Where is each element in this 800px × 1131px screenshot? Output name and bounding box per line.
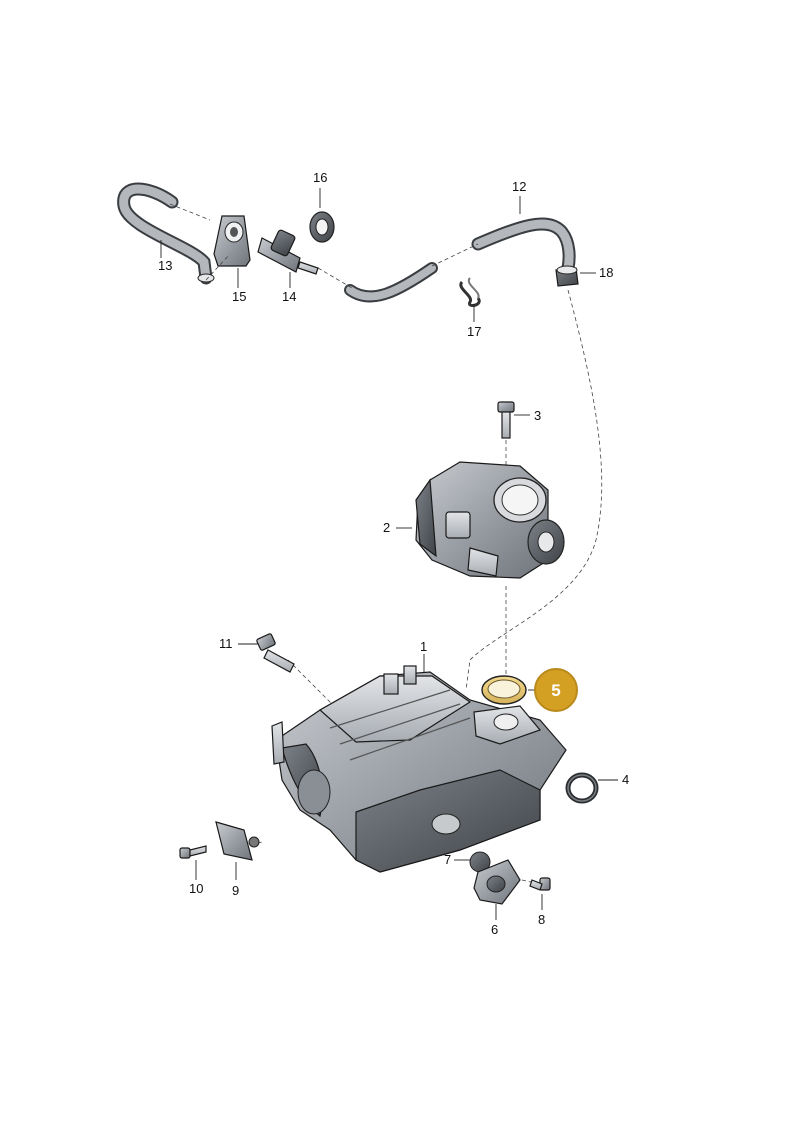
highlight-badge — [534, 668, 578, 712]
callout-12: 12 — [512, 179, 526, 194]
cover-6 — [473, 859, 521, 905]
callout-4: 4 — [622, 772, 629, 787]
bolt-11 — [256, 633, 295, 673]
valve-14 — [257, 229, 319, 275]
throttle-body-2 — [415, 461, 565, 579]
clip-17 — [459, 277, 481, 307]
callout-2: 2 — [383, 520, 390, 535]
callout-8: 8 — [538, 912, 545, 927]
gasket-5 — [481, 675, 527, 705]
callout-5-highlight[interactable]: 5 — [534, 668, 578, 712]
callout-9: 9 — [232, 883, 239, 898]
callout-7: 7 — [444, 852, 451, 867]
intake-manifold-1 — [271, 665, 567, 873]
callout-17: 17 — [467, 324, 481, 339]
callout-5: 5 — [551, 681, 560, 700]
hose-12 — [471, 217, 576, 275]
leader-lines — [160, 188, 618, 920]
callout-10: 10 — [189, 881, 203, 896]
hose-13 — [117, 182, 215, 285]
connector-18 — [555, 265, 579, 287]
flange-9 — [215, 821, 260, 861]
callout-15: 15 — [232, 289, 246, 304]
bolt-8 — [529, 877, 551, 891]
callout-18: 18 — [599, 265, 613, 280]
callout-11: 11 — [219, 636, 233, 651]
seal-16 — [309, 211, 335, 243]
bolt-3 — [497, 401, 515, 439]
callout-1: 1 — [420, 639, 427, 654]
callout-16: 16 — [313, 170, 327, 185]
callout-14: 14 — [282, 289, 296, 304]
callout-13: 13 — [158, 258, 172, 273]
callout-6: 6 — [491, 922, 498, 937]
o-ring-4 — [565, 772, 599, 804]
hose-center — [344, 262, 438, 303]
bolt-10 — [179, 845, 207, 859]
bracket-15 — [213, 215, 251, 267]
callout-3: 3 — [534, 408, 541, 423]
